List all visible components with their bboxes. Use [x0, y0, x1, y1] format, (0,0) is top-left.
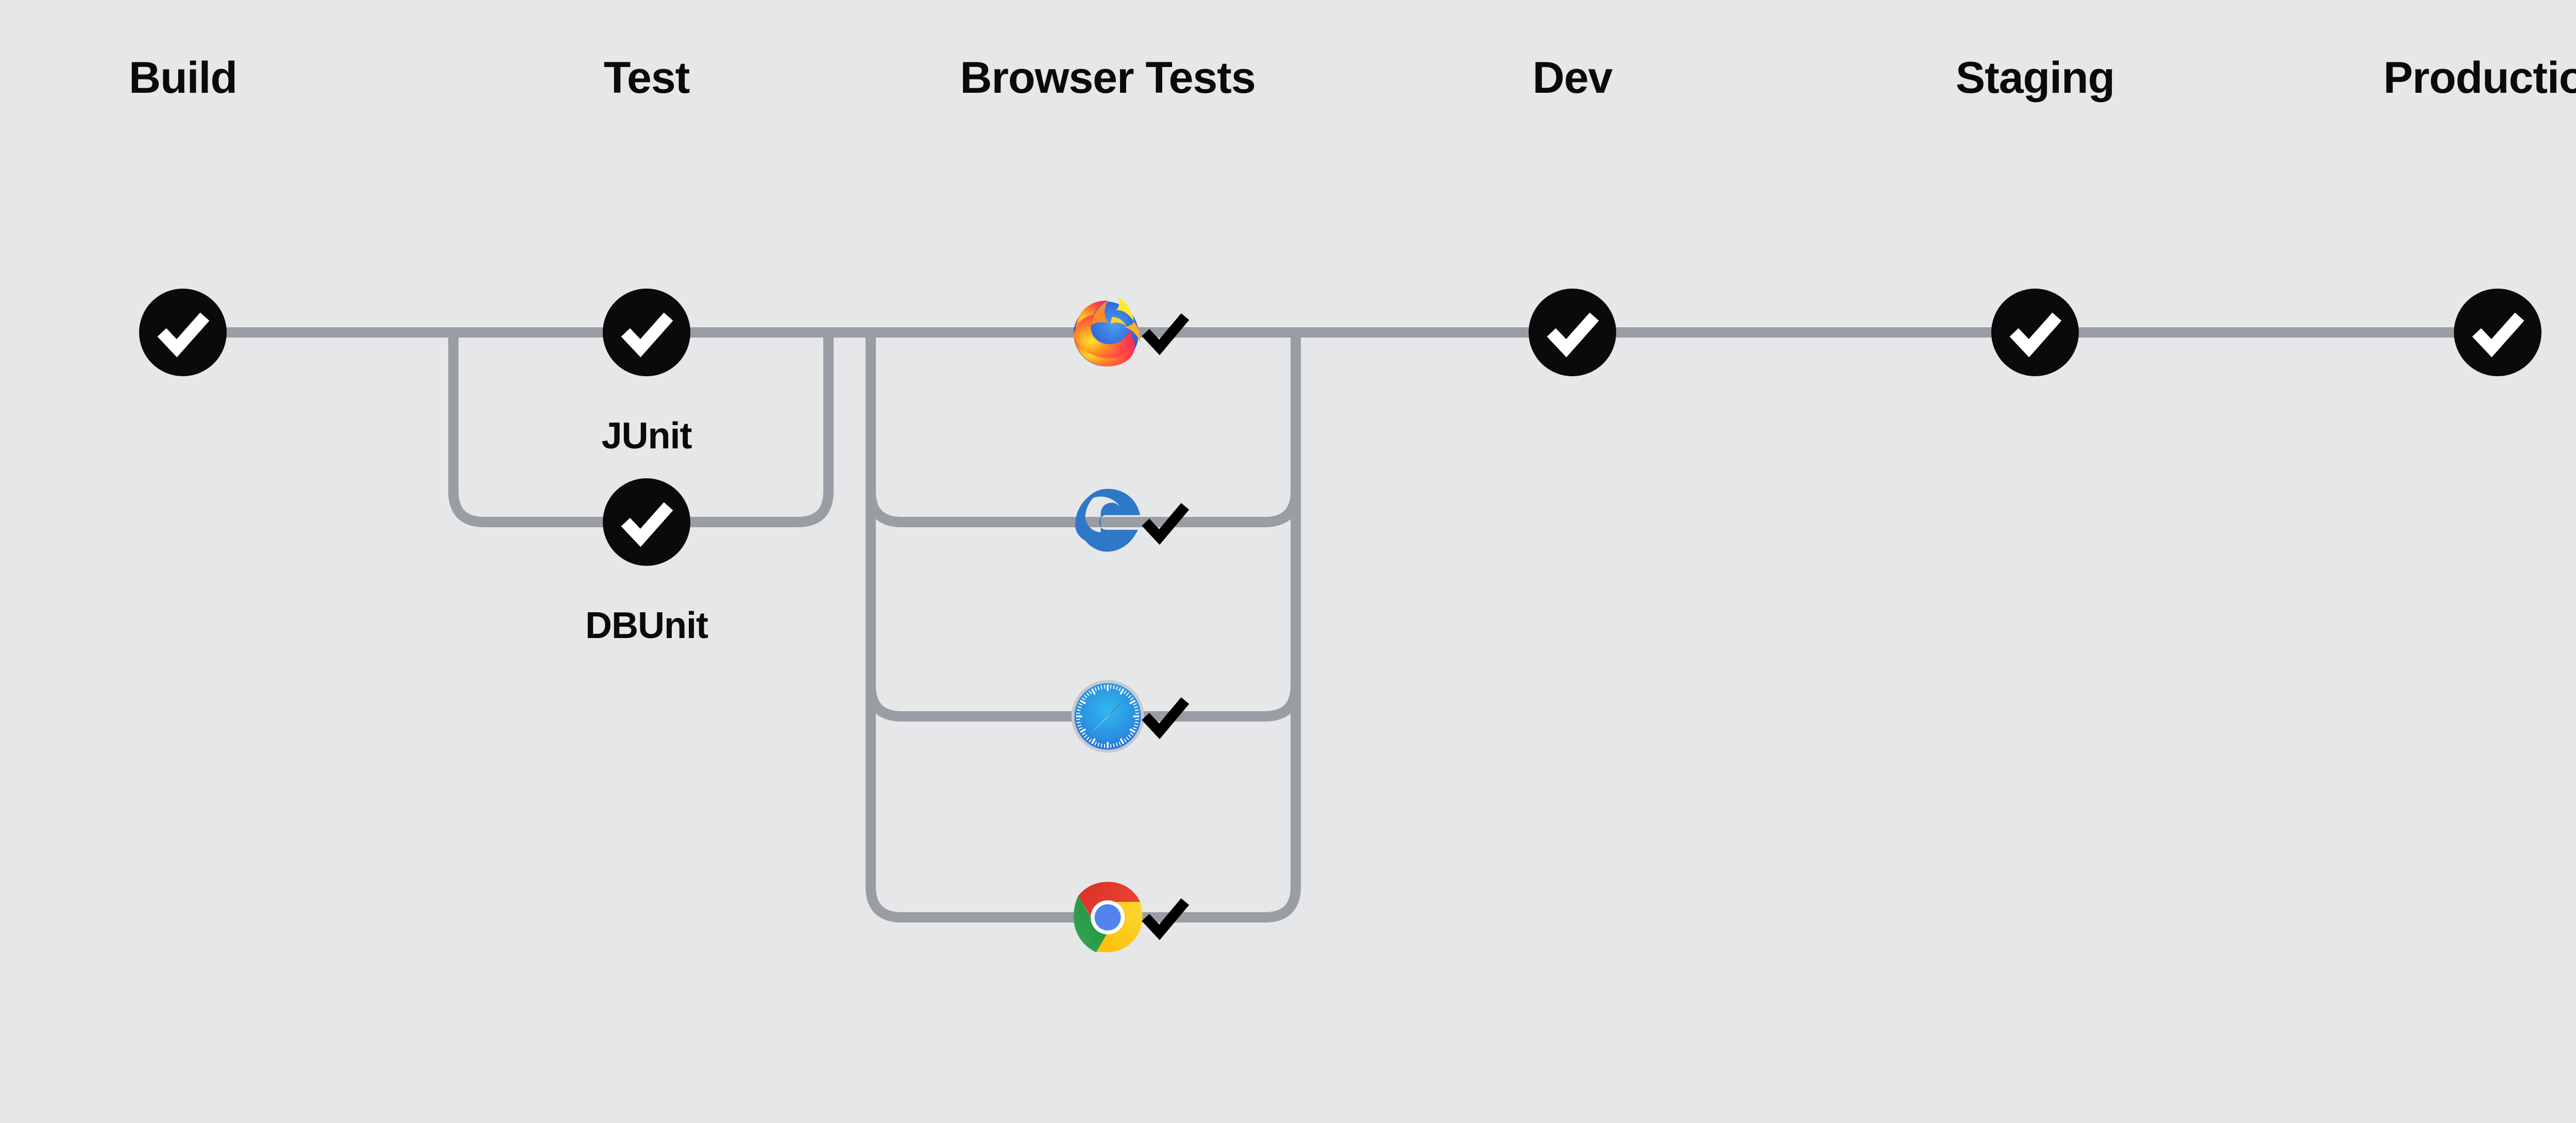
stage-label-test: Test — [603, 53, 690, 103]
firefox-icon — [1069, 294, 1146, 374]
check-icon — [2009, 312, 2062, 358]
stage-label-production: Production — [2383, 53, 2576, 103]
stage-label-build: Build — [129, 53, 238, 103]
check-icon — [1547, 312, 1599, 358]
browser-job-chrome[interactable] — [1069, 879, 1146, 956]
browser-job-edge[interactable] — [1069, 483, 1146, 561]
safari-icon — [1069, 678, 1146, 758]
browser-job-firefox[interactable] — [1069, 294, 1146, 371]
browser-job-safari[interactable] — [1069, 678, 1146, 755]
stage-label-staging: Staging — [1955, 53, 2115, 103]
browser-status-check-firefox — [1140, 310, 1190, 359]
stage-node-staging[interactable] — [1991, 289, 2079, 376]
stage-node-build[interactable] — [139, 289, 227, 376]
check-icon — [157, 312, 210, 358]
browser-status-check-edge — [1140, 499, 1190, 549]
stage-node-production[interactable] — [2454, 289, 2541, 376]
stage-label-browser-tests: Browser Tests — [960, 53, 1256, 103]
job-label-dbunit: DBUnit — [585, 605, 708, 646]
check-icon — [621, 502, 673, 547]
edge-icon — [1069, 483, 1146, 563]
browser-status-check-chrome — [1140, 895, 1190, 944]
job-node-junit[interactable] — [603, 289, 690, 376]
wire-browser-branch-2 — [866, 332, 1301, 923]
browser-status-check-safari — [1140, 694, 1190, 743]
stage-label-dev: Dev — [1532, 53, 1613, 103]
stage-node-dev[interactable] — [1529, 289, 1616, 376]
chrome-icon — [1069, 879, 1146, 959]
job-node-dbunit[interactable] — [603, 478, 690, 566]
check-icon — [2472, 312, 2524, 358]
check-icon — [621, 312, 673, 358]
job-label-junit: JUnit — [601, 415, 692, 457]
